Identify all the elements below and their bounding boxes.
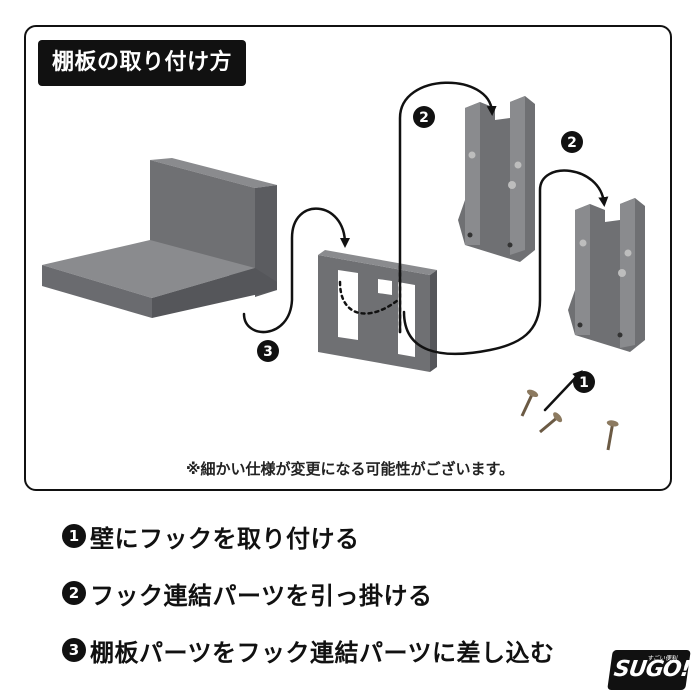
step-text: フック連結パーツを引っ掛ける [90,581,433,610]
wall-hook-top [458,96,535,262]
arrow-step-2-bottom-dash [338,280,400,315]
arrow-step-2-top [398,81,497,334]
step-number: 1 [62,524,86,548]
hook-connector-plate [318,250,437,372]
step-item: 3 棚板パーツをフック連結パーツに差し込む [62,626,555,674]
svg-text:1: 1 [579,375,589,391]
step-item: 1 壁にフックを取り付ける [62,512,555,560]
screws [520,389,619,451]
arrow-step-3 [242,207,350,334]
screw [539,412,563,434]
step-marker: 1 [573,371,595,393]
wall-hook-bottom [568,198,645,352]
step-number: 3 [62,638,86,662]
svg-text:3: 3 [263,344,273,360]
screw [520,389,539,417]
svg-text:2: 2 [567,135,577,151]
step-marker: 2 [413,106,435,128]
page-title: 棚板の取り付け方 [38,40,247,86]
step-text: 壁にフックを取り付ける [90,524,360,553]
logo-subtext: すごい便利 [647,655,679,662]
shelf-board [42,158,277,318]
step-item: 2 フック連結パーツを引っ掛ける [62,569,555,617]
step-marker: 3 [257,340,279,362]
step-text: 棚板パーツをフック連結パーツに差し込む [90,638,555,667]
svg-text:2: 2 [419,110,429,126]
arrow-step-2-bottom [402,169,609,356]
step-number: 2 [62,581,86,605]
step-marker: 2 [561,131,583,153]
brand-logo: SUGO! すごい便利 [607,650,691,690]
disclaimer-note: ※細かい仕様が変更になる可能性がございます。 [185,460,515,478]
screw [606,420,619,451]
step-list: 1 壁にフックを取り付ける 2 フック連結パーツを引っ掛ける 3 棚板パーツをフ… [62,512,555,683]
